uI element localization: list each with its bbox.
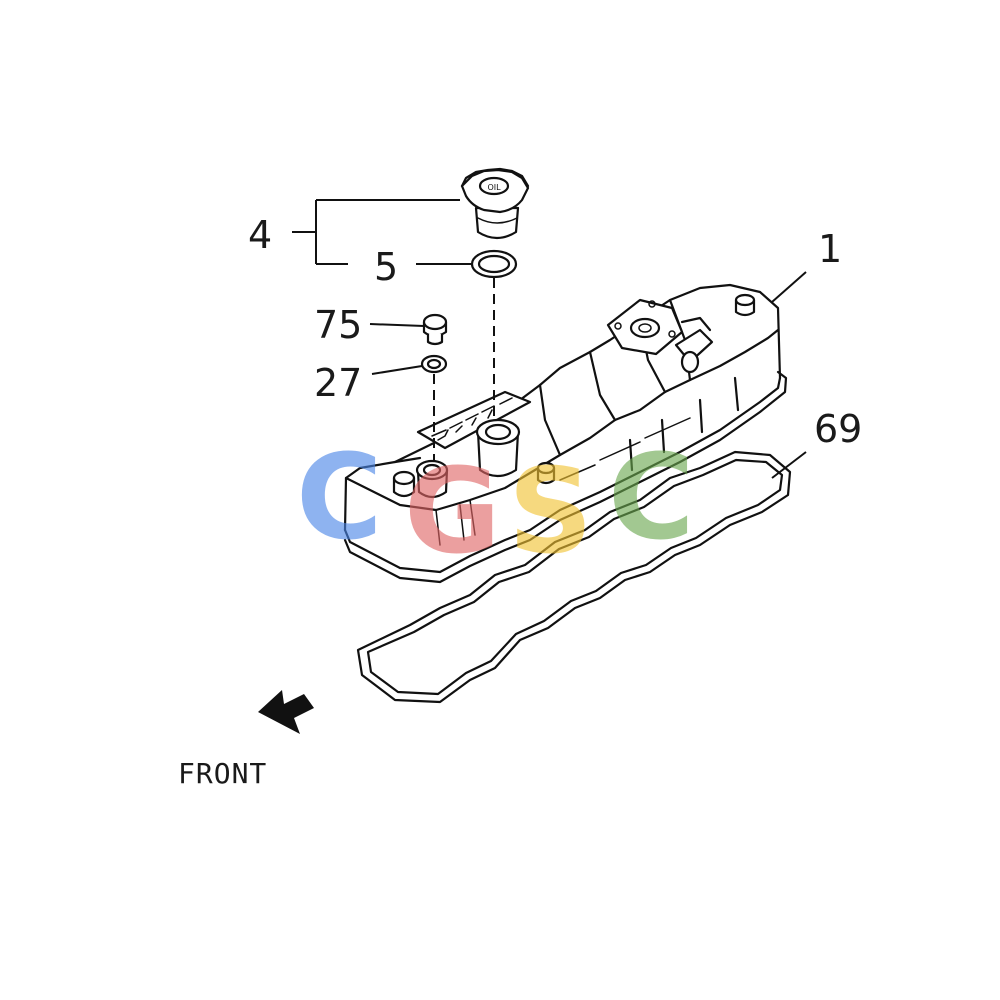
watermark-logo: C G S C [296,428,695,580]
callout-27: 27 [314,361,362,405]
callout-1: 1 [818,227,842,271]
washer [420,354,448,374]
watermark-letter-2: G [404,442,501,580]
callout-69: 69 [814,407,862,451]
front-label: FRONT [178,757,267,790]
leader-line-4 [292,199,460,265]
leader-line-69 [771,451,807,479]
watermark-letter-4: C [608,428,695,566]
leader-line-27 [371,365,423,375]
o-ring [470,249,518,279]
oil-filler-cap: OIL [460,167,530,240]
callout-4: 4 [248,213,272,257]
bolt [422,313,448,346]
callout-5: 5 [374,245,398,289]
svg-text:OIL: OIL [487,183,501,192]
watermark-letter-1: C [296,428,383,566]
valve-cover [343,283,788,584]
leader-line-75 [369,323,425,327]
front-arrow-icon [258,690,314,734]
watermark-letter-3: S [508,442,593,580]
leader-line-1 [771,271,807,303]
valve-cover-gasket [356,450,792,704]
callout-75: 75 [314,303,362,347]
